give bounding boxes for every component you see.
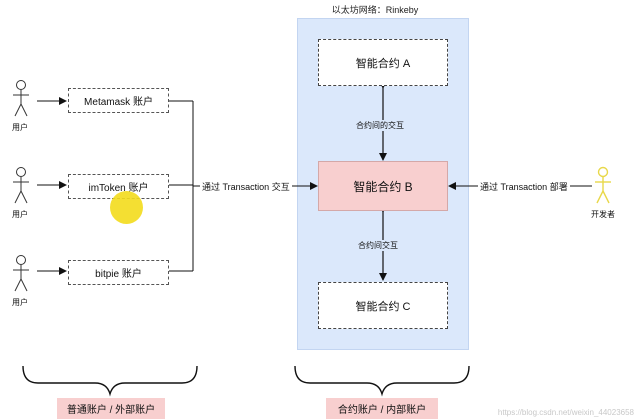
metamask-account-label: Metamask 账户 [84,97,153,108]
contract-b-label: 智能合约 B [353,179,413,194]
contract-b-c-interaction-label: 合约间交互 [357,240,399,251]
contract-accounts-text: 合约账户 / 内部账户 [337,405,427,416]
cursor-highlight [110,191,143,224]
contract-b-box[interactable]: 智能合约 B [318,161,448,211]
developer-label: 开发者 [591,210,615,219]
contract-a-b-interaction-label: 合约间的交互 [355,120,405,131]
metamask-account-box[interactable]: Metamask 账户 [68,88,169,113]
users-transaction-label: 通过 Transaction 交互 [200,180,292,193]
bitpie-account-label: bitpie 账户 [95,269,142,280]
user-label-1: 用户 [12,123,28,132]
contract-c-box[interactable]: 智能合约 C [318,282,448,329]
external-accounts-text: 普通账户 / 外部账户 [66,405,156,416]
external-accounts-brace [22,365,198,397]
user-label-2: 用户 [12,210,28,219]
user-label-3: 用户 [12,298,28,307]
contract-accounts-brace [294,365,470,397]
user-figure-2 [13,167,29,204]
bitpie-account-box[interactable]: bitpie 账户 [68,260,169,285]
user-figure-3 [13,255,29,292]
contract-c-label: 智能合约 C [355,300,411,313]
watermark: https://blog.csdn.net/weixin_44023658 [497,408,634,417]
developer-deploy-label: 通过 Transaction 部署 [478,180,570,193]
user-figure-1 [13,80,29,117]
contract-a-box[interactable]: 智能合约 A [318,39,448,86]
imtoken-account-label: imToken 账户 [88,183,149,194]
contract-accounts-label: 合约账户 / 内部账户 [326,398,438,419]
imtoken-account-box[interactable]: imToken 账户 [68,174,169,199]
developer-figure [595,166,611,204]
network-title: 以太坊网络：Rinkeby [331,5,419,15]
external-accounts-label: 普通账户 / 外部账户 [57,398,165,419]
contract-a-label: 智能合约 A [355,57,411,70]
